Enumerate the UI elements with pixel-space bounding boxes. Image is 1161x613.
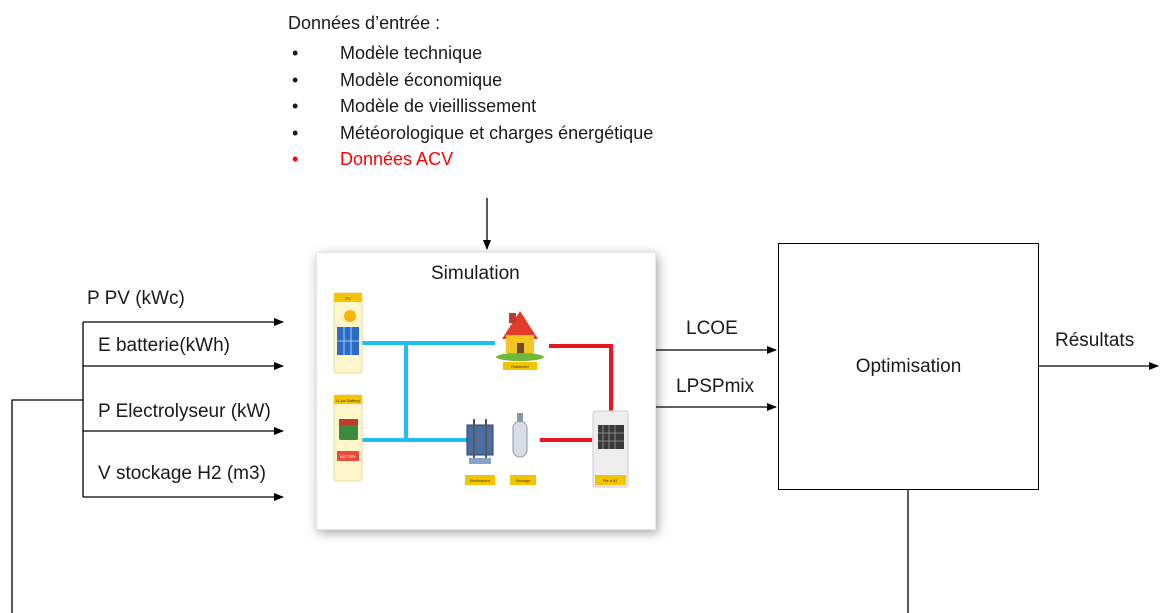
fuel-cell-tiny-label: Pile à H2 bbox=[603, 479, 617, 483]
simulation-block: Simulation PV bbox=[316, 252, 656, 530]
input-item: • Données ACV bbox=[288, 146, 653, 173]
feedback-loop-line bbox=[11, 399, 83, 613]
input-item-label: Modèle économique bbox=[340, 69, 503, 90]
input-label-vstock: V stockage H2 (m3) bbox=[98, 463, 266, 484]
h2-bus-lines bbox=[540, 344, 613, 442]
optimisation-label: Optimisation bbox=[855, 356, 962, 377]
load-tiny-label: Résidentiel bbox=[511, 365, 529, 369]
input-label-ebatt: E batterie(kWh) bbox=[98, 335, 230, 356]
input-item-label: Modèle de vieillissement bbox=[340, 96, 537, 116]
bullet-dot: • bbox=[292, 96, 299, 116]
bullet-dot: • bbox=[292, 43, 299, 63]
fuel-cell-icon bbox=[592, 410, 629, 488]
bullet-dot: • bbox=[292, 122, 299, 143]
h2-storage-icon bbox=[510, 413, 536, 485]
simulation-title: Simulation bbox=[431, 263, 520, 284]
input-item: • Météorologique et charges énergétique bbox=[288, 120, 653, 147]
house-load-icon bbox=[496, 311, 544, 370]
inputs-header: Données d’entrée : bbox=[288, 13, 441, 33]
input-item: • Modèle économique bbox=[288, 67, 653, 94]
pv-panel-icon bbox=[333, 292, 363, 374]
input-label-pelec: P Electrolyseur (kW) bbox=[98, 401, 271, 422]
pv-tiny-label: PV bbox=[345, 296, 351, 301]
system-schematic: PV Li-ion Battery BATTERY Résidentiel bbox=[333, 292, 629, 488]
input-item: • Modèle de vieillissement bbox=[288, 93, 653, 120]
result-label: Résultats bbox=[1055, 330, 1135, 351]
output-label-lpsp: LPSPmix bbox=[676, 376, 755, 397]
input-label-ppv: P PV (kWc) bbox=[87, 288, 185, 309]
battery-sub-label: BATTERY bbox=[340, 455, 356, 459]
optimisation-block: Optimisation bbox=[778, 243, 1039, 490]
electrolyser-tiny-label: Electrolyseur bbox=[470, 479, 491, 483]
input-item: • Modèle technique bbox=[288, 40, 653, 67]
bullet-dot: • bbox=[292, 69, 299, 90]
input-item-label: Météorologique et charges énergétique bbox=[340, 122, 654, 143]
bullet-dot: • bbox=[292, 149, 299, 169]
input-item-label: Modèle technique bbox=[340, 43, 483, 63]
input-item-label: Données ACV bbox=[340, 149, 454, 169]
dc-bus-lines bbox=[362, 341, 495, 442]
battery-icon bbox=[333, 394, 363, 482]
output-label-lcoe: LCOE bbox=[686, 318, 738, 339]
electrolyser-icon bbox=[465, 419, 495, 485]
battery-tiny-label: Li-ion Battery bbox=[336, 398, 360, 403]
inputs-list: • Modèle technique • Modèle économique • Modè… bbox=[288, 40, 653, 173]
storage-tiny-label: Stockage bbox=[516, 479, 531, 483]
